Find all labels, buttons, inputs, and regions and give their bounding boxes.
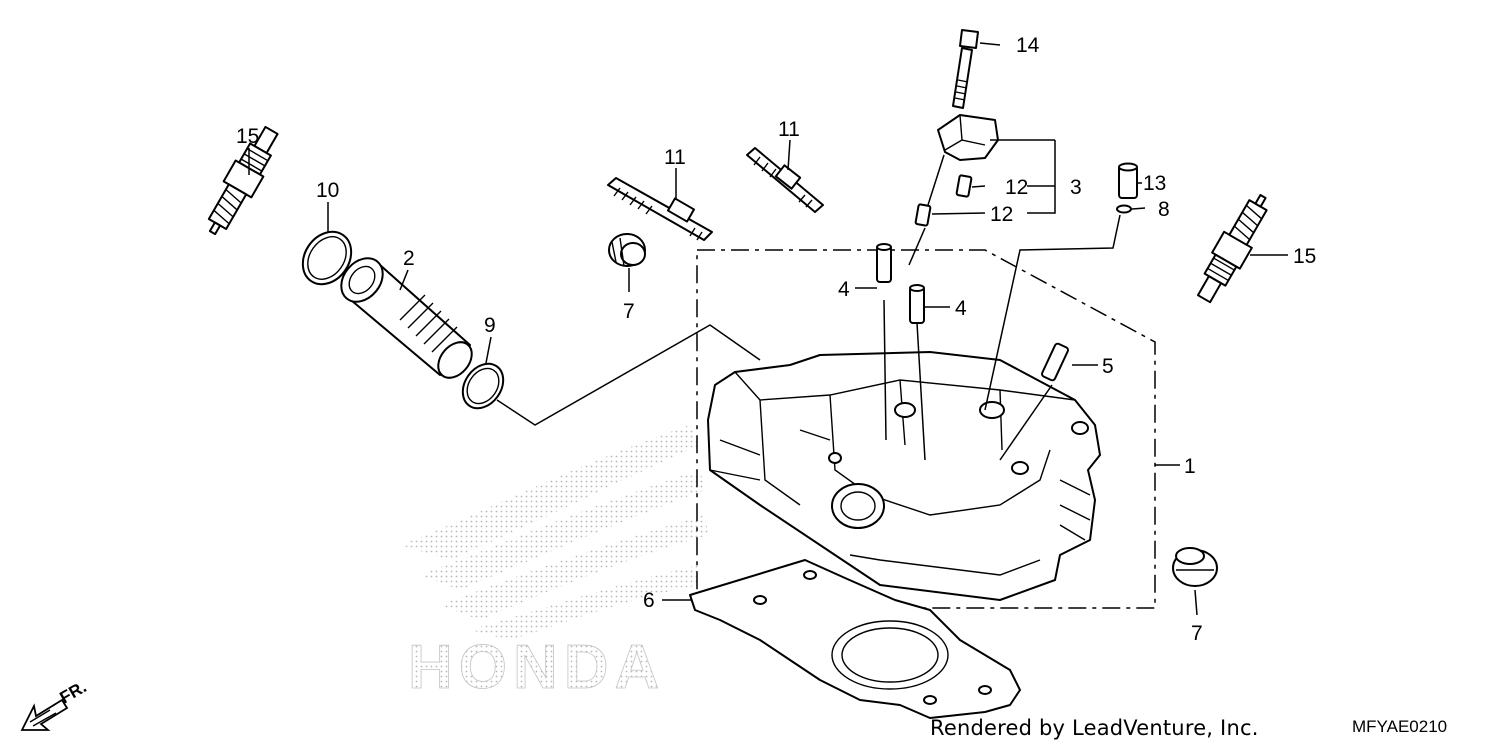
sealing-plug-part-7-upper[interactable] <box>608 233 646 267</box>
callout-11-right: 11 <box>778 118 800 141</box>
front-direction-arrow: FR. <box>20 677 90 731</box>
callout-8: 8 <box>1158 198 1170 221</box>
rendered-by-credit: Rendered by LeadVenture, Inc. <box>930 716 1259 740</box>
callout-1: 1 <box>1184 455 1196 478</box>
assembly-box-dashed <box>696 249 1156 609</box>
callout-12-upper: 12 <box>1005 176 1028 199</box>
callout-7-upper: 7 <box>623 300 635 323</box>
clip-part-8[interactable] <box>1116 204 1132 214</box>
spark-plug-tube-part-2[interactable] <box>333 250 479 384</box>
gasket-part-6[interactable] <box>689 559 1021 719</box>
callout-labels: 15 10 2 9 7 11 11 14 12 3 12 13 8 15 4 4… <box>236 34 1316 645</box>
stud-bolt-part-11-left[interactable] <box>607 177 713 241</box>
dowel-pin-part-12-lower[interactable] <box>914 203 932 227</box>
sealing-plug-part-7-lower[interactable] <box>1172 547 1218 587</box>
spark-plug-left-part-15[interactable] <box>199 122 286 240</box>
honda-wing-watermark <box>400 425 708 640</box>
callout-15-left: 15 <box>236 125 259 148</box>
o-ring-part-9[interactable] <box>454 356 511 416</box>
leader-lines <box>248 42 1288 616</box>
callout-10: 10 <box>316 179 339 202</box>
valve-guide-part-4-right[interactable] <box>909 284 925 324</box>
stud-bolt-part-11-right[interactable] <box>746 147 824 213</box>
honda-watermark-text: HONDA <box>408 633 665 702</box>
callout-9: 9 <box>484 314 496 337</box>
valve-guide-part-4-left[interactable] <box>876 243 892 283</box>
callout-7-lower: 7 <box>1191 622 1203 645</box>
callout-13: 13 <box>1143 172 1166 195</box>
callout-5: 5 <box>1102 355 1114 378</box>
cylinder-head-part-1[interactable] <box>707 351 1101 601</box>
valve-guide-part-5[interactable] <box>1041 342 1069 382</box>
callout-15-right: 15 <box>1293 245 1316 268</box>
sleeve-part-13[interactable] <box>1118 162 1138 199</box>
spark-plug-right-part-15[interactable] <box>1190 189 1277 307</box>
callout-4-left: 4 <box>838 278 850 301</box>
callout-2: 2 <box>403 247 415 270</box>
callout-12-lower: 12 <box>990 203 1013 226</box>
dowel-pin-part-12-upper[interactable] <box>955 174 973 198</box>
callout-11-left: 11 <box>664 146 686 169</box>
diagram-code: MFYAE0210 <box>1352 717 1448 736</box>
bolt-part-14[interactable] <box>952 29 979 109</box>
cam-holder-part-3[interactable] <box>937 114 999 161</box>
callout-4-right: 4 <box>955 297 967 320</box>
callout-14: 14 <box>1016 34 1040 57</box>
callout-6: 6 <box>643 589 655 612</box>
callout-3: 3 <box>1070 176 1082 199</box>
